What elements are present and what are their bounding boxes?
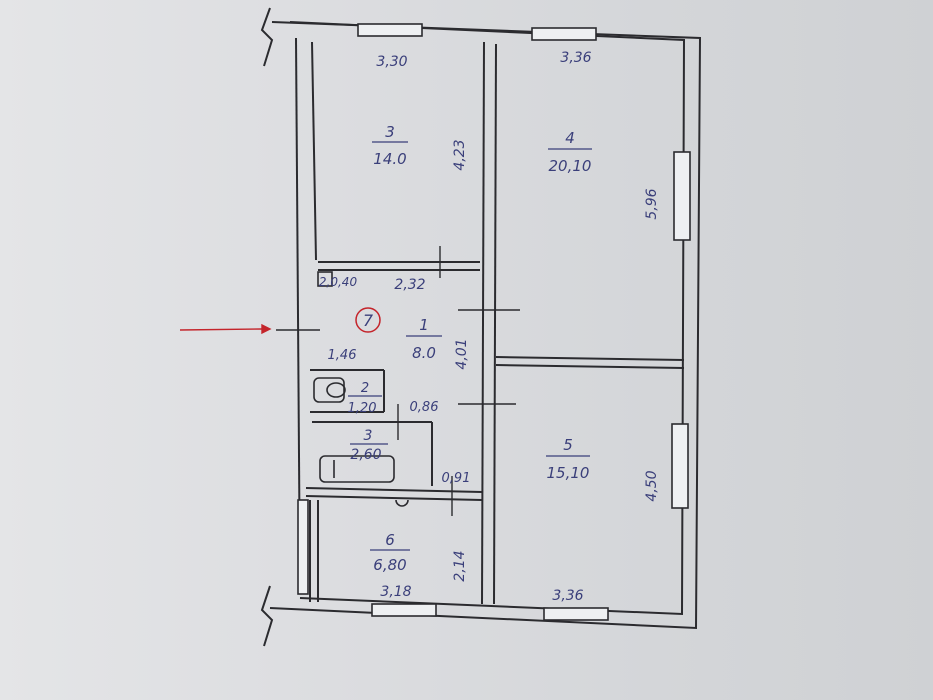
room-3-number: 3 — [385, 123, 395, 141]
room-3-area: 14.0 — [373, 150, 406, 168]
dimension-ticks — [276, 246, 520, 516]
room-4-area: 20,10 — [549, 157, 592, 175]
window-right-lower — [671, 423, 689, 509]
entrance-marker-circle — [355, 307, 381, 333]
room-5-area: 15,10 — [547, 464, 590, 482]
entrance-arrow — [179, 323, 272, 335]
room-6-number: 6 — [385, 531, 395, 549]
dim-toilet-width: 0,86 — [410, 400, 439, 415]
fixtures — [313, 271, 409, 507]
dim-room6-height: 2,14 — [452, 550, 468, 581]
window-left-lower — [297, 499, 309, 595]
dim-corridor-width: 2,32 — [394, 277, 425, 293]
entrance-marker-label: 7 — [363, 311, 374, 330]
dim-closet: 2,0,40 — [319, 275, 358, 289]
room-3b-number: 3 — [364, 428, 373, 444]
window-bottom-left — [371, 603, 437, 617]
dim-niche: 0,91 — [442, 471, 471, 486]
window-bottom-right — [543, 607, 609, 621]
dim-room5-height: 4,50 — [644, 470, 660, 501]
dimension-labels: 3,30 3,36 4,23 5,96 2,0,40 2,32 1,46 4,0… — [319, 50, 660, 604]
toilet-fixture — [313, 377, 345, 403]
window-top-right — [531, 27, 597, 41]
room-6-area: 6,80 — [373, 556, 406, 574]
room-3b-area: 2,60 — [350, 447, 381, 463]
window-right-upper — [673, 151, 691, 241]
dim-room4-height: 5,96 — [644, 188, 660, 219]
bathtub-fixture — [319, 455, 395, 483]
room-1-area: 8.0 — [412, 344, 436, 362]
room-2-number: 2 — [361, 381, 369, 396]
dim-bottom-left: 3,18 — [380, 584, 411, 600]
dim-top-left: 3,30 — [376, 54, 407, 70]
dim-hall-height: 4,01 — [454, 338, 470, 369]
dim-hall-left: 1,46 — [328, 348, 357, 363]
interior-walls — [305, 41, 685, 605]
dim-room3-height: 4,23 — [452, 139, 468, 170]
sink-fixture — [395, 499, 409, 507]
room-2-area: 1,20 — [348, 401, 377, 416]
room-4-number: 4 — [565, 129, 575, 147]
room-labels: 3 14.0 4 20,10 1 8.0 2 1,20 3 2,60 5 15,… — [348, 123, 592, 574]
windows — [297, 23, 691, 621]
dim-bottom-right: 3,36 — [552, 588, 583, 604]
window-top-left — [357, 23, 423, 37]
dim-top-right: 3,36 — [560, 50, 591, 66]
room-5-number: 5 — [563, 436, 573, 454]
closet-box — [317, 271, 333, 287]
room-1-number: 1 — [419, 316, 429, 334]
outer-walls — [260, 7, 702, 647]
